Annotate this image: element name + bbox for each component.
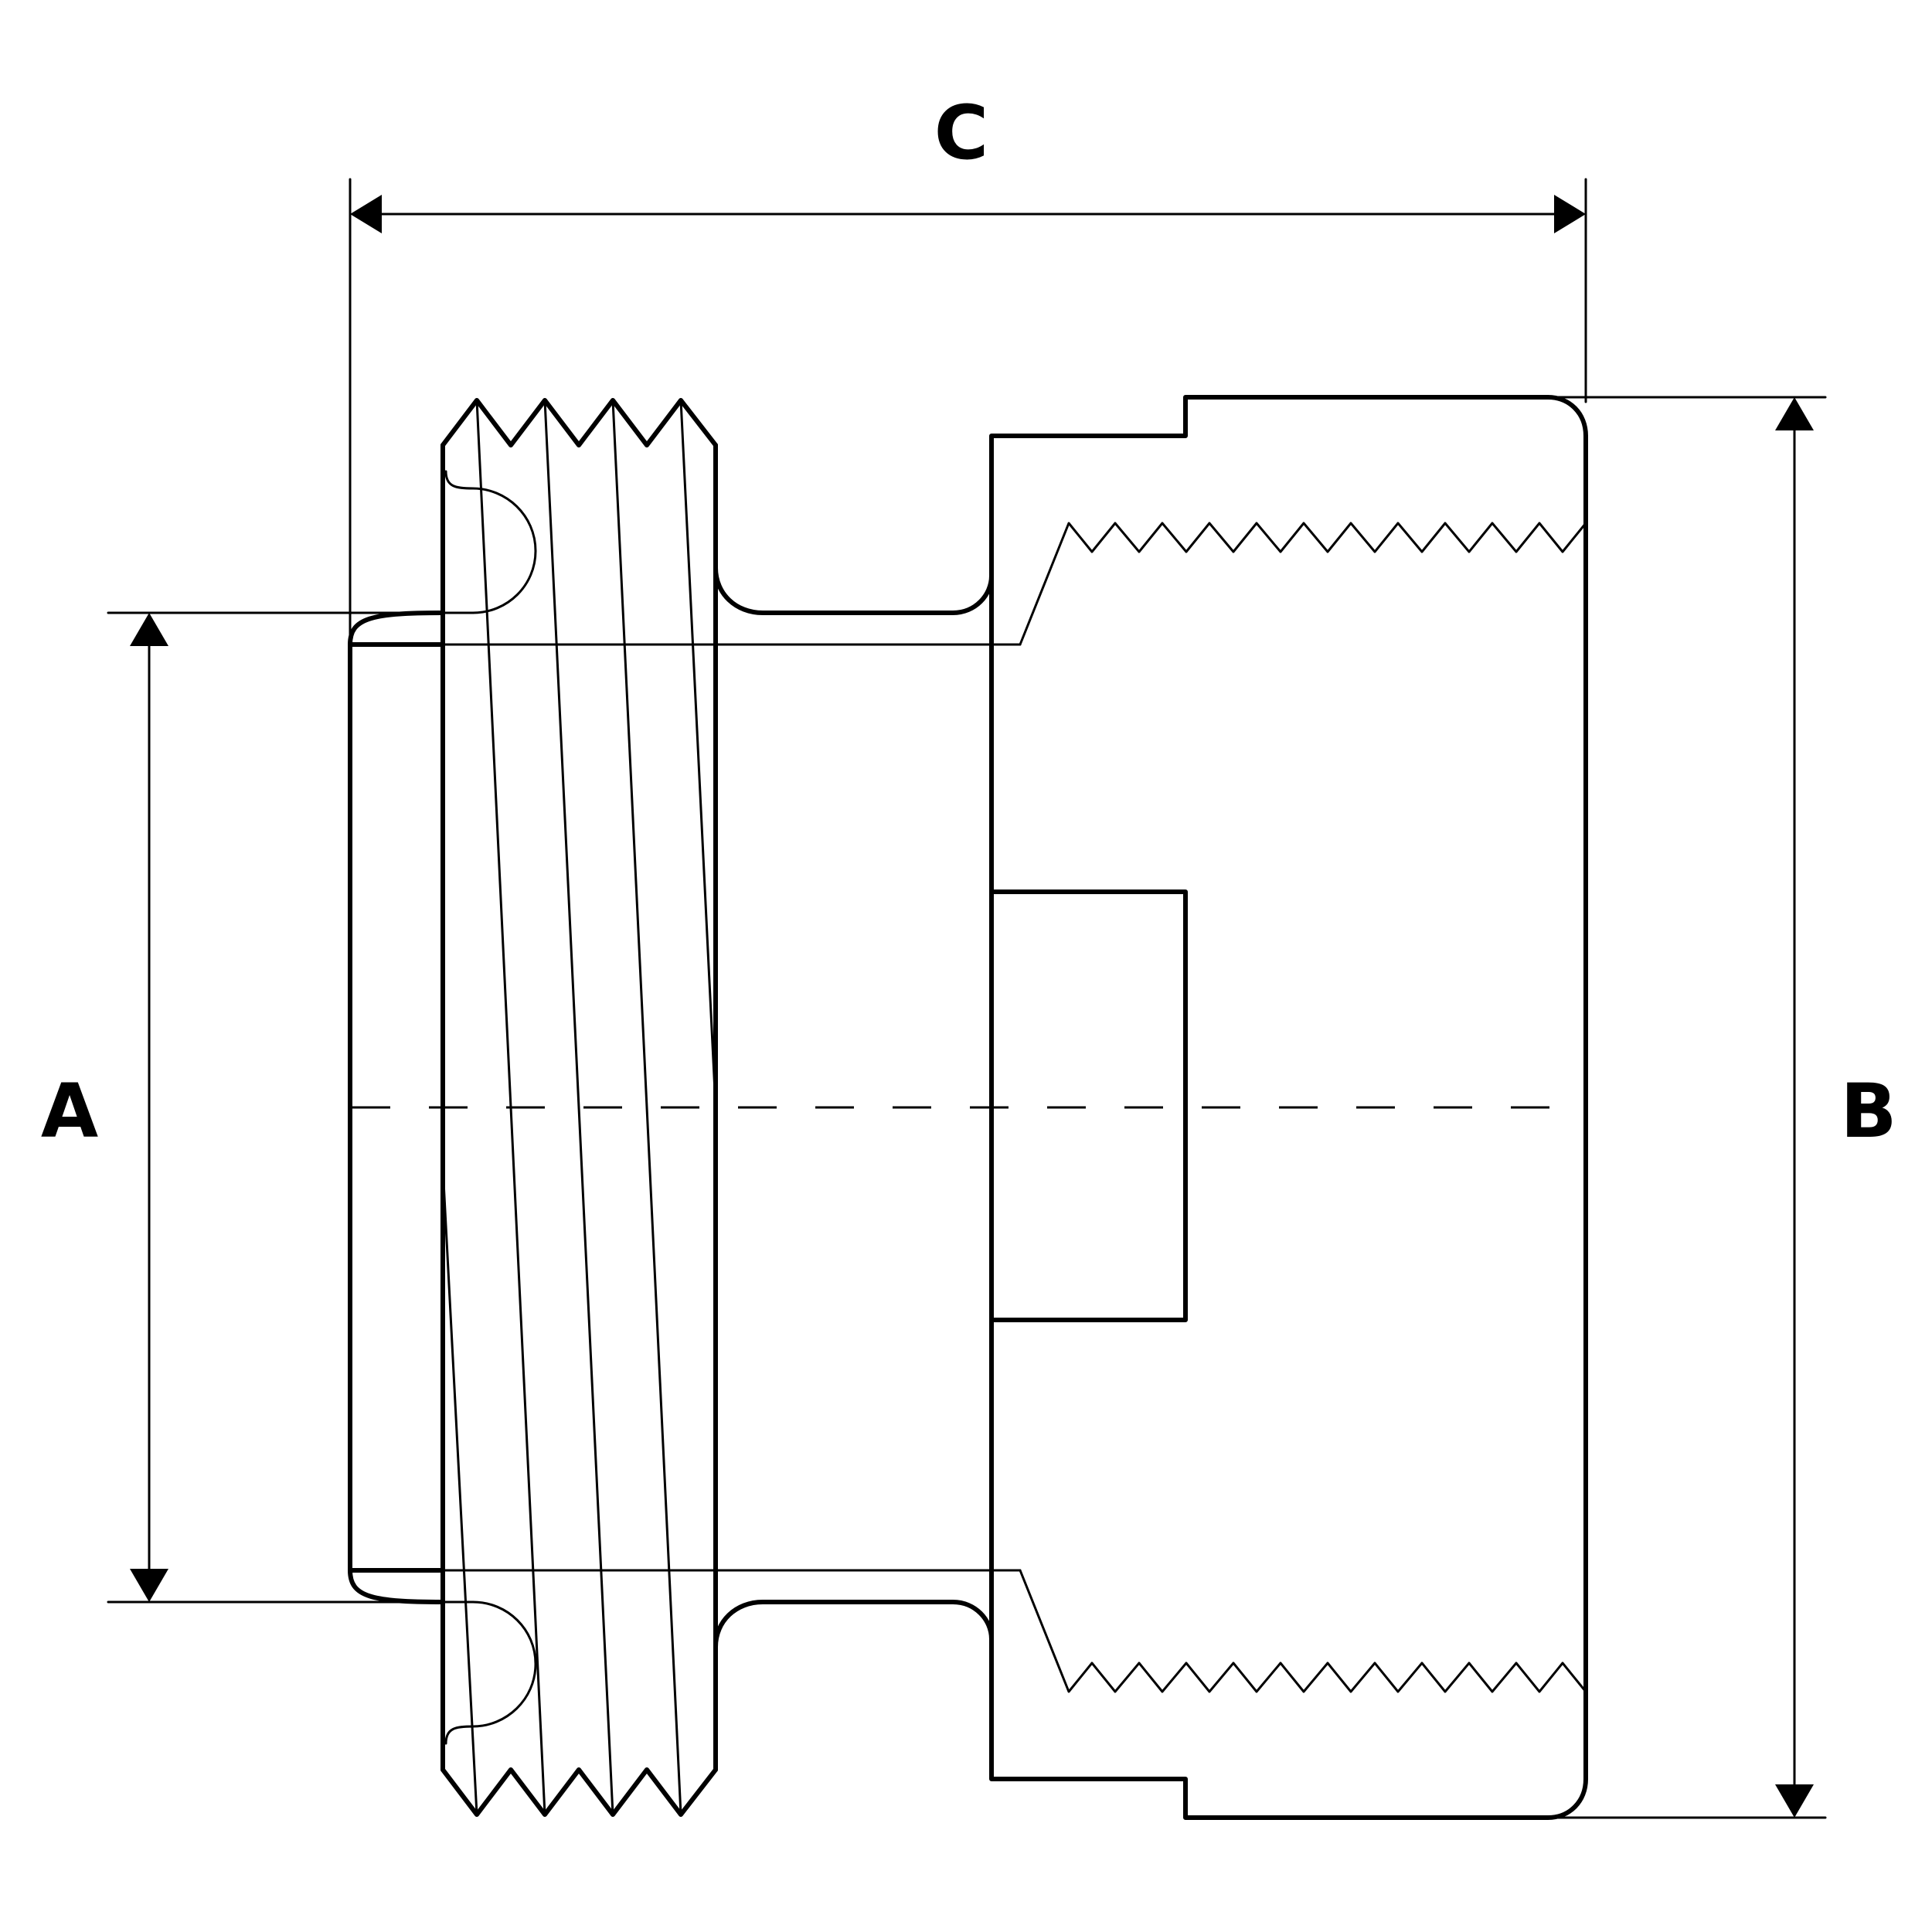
thread-line-4 <box>679 399 717 1109</box>
dimension-b-arrow-bottom <box>1775 1784 1814 1818</box>
thread-line-5 <box>441 1165 478 1816</box>
thread-line-1 <box>475 399 546 1816</box>
threaded-nut <box>440 398 994 1817</box>
dimension-c-label: C <box>934 90 988 176</box>
internal-thread-top <box>1019 522 1587 646</box>
dimension-b-arrow-top <box>1775 397 1814 430</box>
dimension-b: B <box>1544 396 1897 1819</box>
dimension-a: A <box>41 611 474 1604</box>
fitting-body <box>989 395 1588 1820</box>
dimension-c: C <box>349 90 1587 643</box>
body-outline <box>989 395 1588 1820</box>
dimension-a-arrow-bottom <box>130 1569 168 1602</box>
dimension-c-arrow-left <box>350 195 382 233</box>
thread-line-3 <box>611 399 682 1816</box>
tube-stub-bottom-fillet <box>348 1568 445 1604</box>
dimension-a-label: A <box>41 1068 98 1155</box>
thread-line-2 <box>543 399 614 1816</box>
o-ring-bottom <box>444 1600 537 1745</box>
dimension-c-arrow-right <box>1554 195 1586 233</box>
o-ring-top <box>444 470 537 614</box>
dimension-a-arrow-top <box>130 613 168 646</box>
tube-stub-top-fillet <box>348 611 445 647</box>
tube-stub <box>348 611 1022 1604</box>
dimension-b-label: B <box>1840 1068 1896 1155</box>
nut-top-profile <box>440 398 994 615</box>
nut-bottom-profile <box>440 1600 994 1817</box>
internal-thread-bottom <box>1019 1569 1587 1693</box>
central-hub <box>989 889 1188 1322</box>
